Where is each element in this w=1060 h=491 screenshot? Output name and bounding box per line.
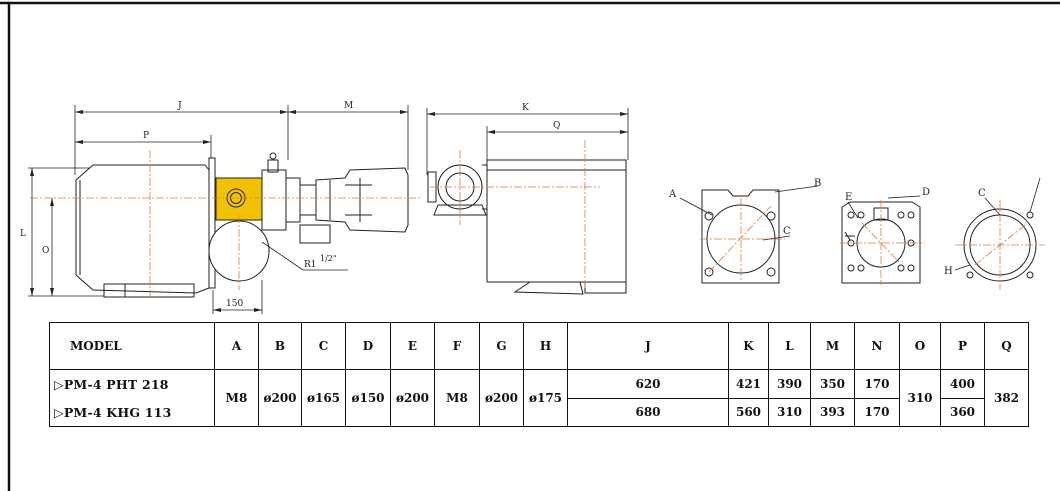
dim-j-label: J: [177, 101, 182, 111]
cell-l: 390 310: [768, 369, 811, 427]
col-header-c: C: [301, 322, 346, 370]
dim-o-label: O: [42, 246, 49, 256]
cell-j-1: 620: [568, 371, 728, 399]
col-header-f: F: [434, 322, 480, 370]
cell-m-1: 350: [811, 371, 854, 399]
col-header-e: E: [390, 322, 435, 370]
cell-l-1: 390: [769, 371, 810, 399]
thread-fraction-label: 1/2": [320, 254, 337, 263]
model-spec-table: MODEL A B C D E F G H J K L M N O P Q ▷P…: [49, 322, 1029, 427]
dim-150-label: 150: [226, 299, 243, 309]
col-header-n: N: [854, 322, 900, 370]
cell-g: ø200: [479, 369, 524, 427]
col-header-p: P: [940, 322, 985, 370]
cell-q: 382: [984, 369, 1029, 427]
dim-l-label: L: [20, 229, 26, 239]
flange3-c-label: C: [978, 188, 986, 199]
cell-e: ø200: [390, 369, 435, 427]
col-header-a: A: [214, 322, 259, 370]
col-header-k: K: [728, 322, 769, 370]
cell-d: ø150: [345, 369, 391, 427]
cell-o: 310: [899, 369, 941, 427]
cell-c: ø165: [301, 369, 346, 427]
cell-p-2: 360: [949, 405, 976, 420]
model-cell: ▷PM-4 PHT 218 ▷PM-4 KHG 113: [49, 369, 215, 427]
col-header-g: G: [479, 322, 524, 370]
cell-k: 421 560: [728, 369, 769, 427]
flange2-d-label: D: [922, 187, 930, 198]
cell-p: 400 360: [940, 369, 985, 427]
cell-h: ø175: [523, 369, 568, 427]
dim-m-label: M: [344, 101, 353, 111]
dim-q-label: Q: [553, 121, 560, 131]
cell-k-1: 421: [729, 371, 768, 399]
col-header-m: M: [810, 322, 855, 370]
burner-technical-drawing: J M P K Q L O 150 R1 1/2" A B C E D H C: [20, 101, 1045, 314]
flange2-e-label: E: [845, 192, 852, 203]
cell-f: M8: [434, 369, 480, 427]
cell-m-2: 393: [819, 405, 846, 420]
col-header-h: H: [523, 322, 568, 370]
cell-j-2: 680: [635, 405, 661, 420]
col-header-q: Q: [984, 322, 1029, 370]
cell-b: ø200: [258, 369, 302, 427]
cell-n: 170 170: [854, 369, 900, 427]
model-name-2: ▷PM-4 KHG 113: [54, 404, 172, 420]
col-header-j: J: [567, 322, 729, 370]
cell-l-2: 310: [776, 405, 803, 420]
col-header-b: B: [258, 322, 302, 370]
burner-front-view: [427, 159, 627, 295]
col-header-o: O: [899, 322, 941, 370]
col-header-model: MODEL: [49, 322, 215, 370]
dim-k-label: K: [522, 103, 529, 113]
cell-p-1: 400: [941, 371, 984, 399]
cell-j: 620 680: [567, 369, 729, 427]
flange1-b-label: B: [814, 178, 821, 189]
flange-square-view: [701, 189, 780, 284]
table-header-row: MODEL A B C D E F G H J K L M N O P Q: [49, 322, 1029, 370]
cell-a: M8: [214, 369, 259, 427]
cell-k-2: 560: [735, 405, 762, 420]
flange3-h-label: H: [944, 266, 953, 277]
cell-n-2: 170: [864, 405, 890, 420]
cell-m: 350 393: [810, 369, 855, 427]
dim-p-label: P: [143, 131, 149, 141]
flange1-a-label: A: [668, 189, 677, 200]
cell-n-1: 170: [855, 371, 899, 399]
col-header-l: L: [768, 322, 811, 370]
col-header-d: D: [345, 322, 391, 370]
burner-side-view: [75, 152, 409, 298]
table-row: ▷PM-4 PHT 218 ▷PM-4 KHG 113 M8 ø200 ø165…: [49, 369, 1029, 427]
model-name-1: ▷PM-4 PHT 218: [54, 376, 169, 392]
flange1-c-label: C: [783, 226, 791, 237]
thread-label: R1: [304, 260, 317, 270]
